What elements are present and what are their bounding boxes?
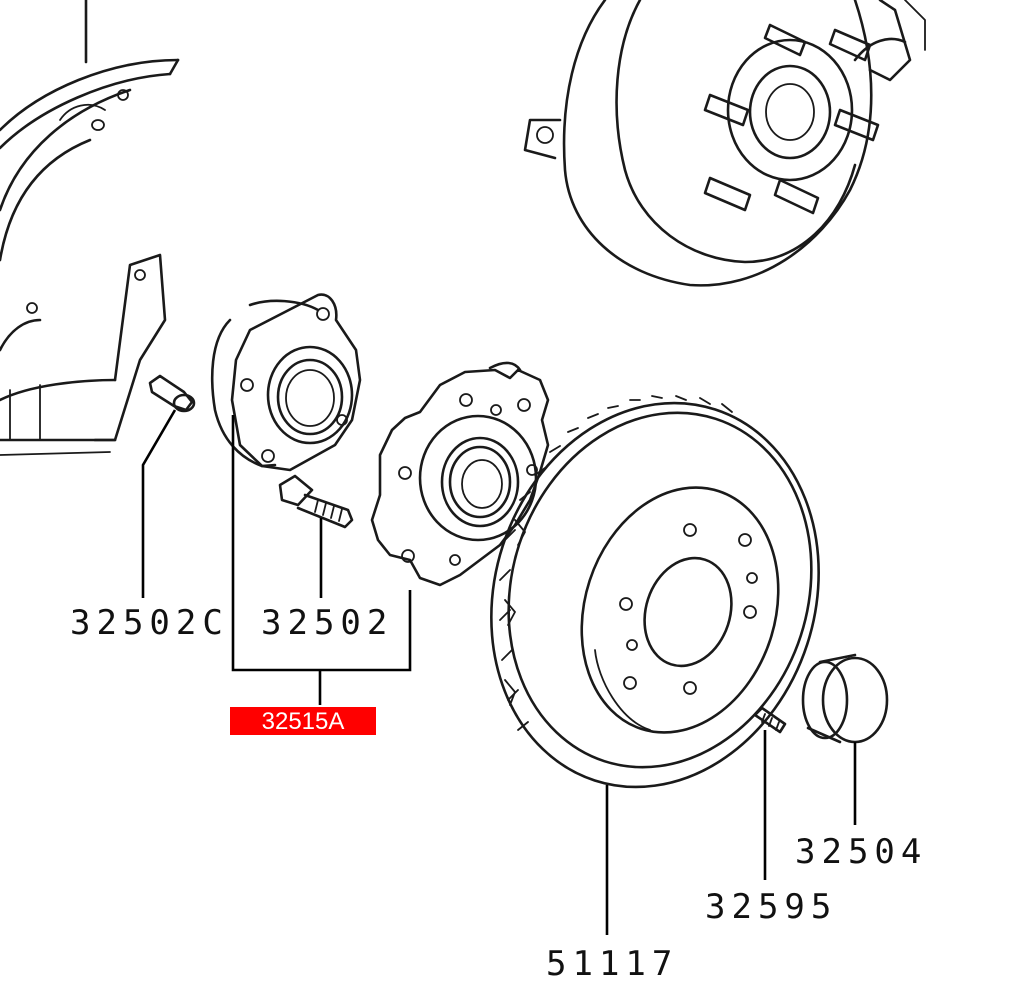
wheel-bearing[interactable] (210, 293, 362, 472)
dust-shield[interactable] (0, 0, 180, 456)
axle-flange-with-studs[interactable] (523, 0, 926, 287)
hub-cap-32504[interactable] (801, 653, 889, 744)
label-32504[interactable]: 32504 (795, 832, 928, 872)
brake-disc[interactable] (443, 360, 868, 830)
bolt-32502c[interactable] (148, 374, 196, 413)
label-32502c[interactable]: 32502C (70, 603, 229, 643)
label-32595[interactable]: 32595 (705, 887, 838, 927)
leader-lines (141, 409, 857, 935)
highlighted-part-label[interactable]: 32515A (230, 707, 376, 737)
hub-flange[interactable] (370, 361, 550, 587)
label-32515a: 32515A (261, 708, 345, 735)
hub-bolt-32502[interactable] (278, 474, 354, 529)
label-32502[interactable]: 32502 (261, 603, 394, 643)
screw-32595[interactable] (753, 706, 787, 734)
label-51117[interactable]: 51117 (546, 944, 679, 984)
